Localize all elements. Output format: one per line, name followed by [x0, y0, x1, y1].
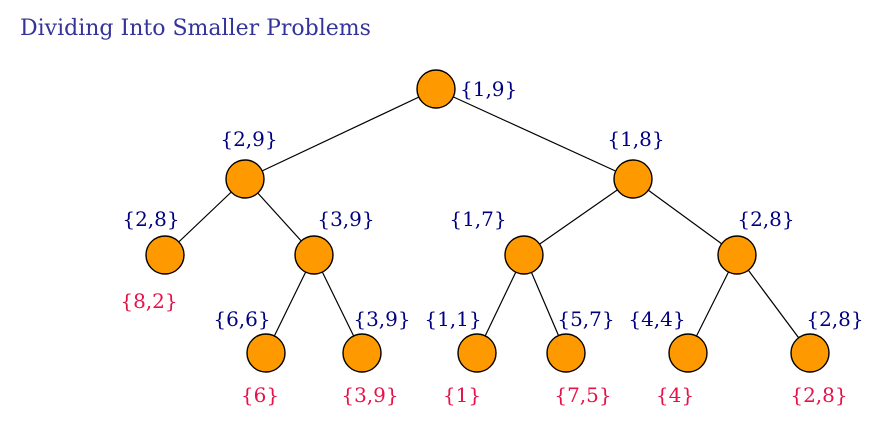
result-label-n8: {6}	[241, 383, 279, 407]
labels-layer: {1,9} {2,9} {1,8} {2,8} {8,2} {3,9} {1,7} {2,8}…	[120, 77, 863, 407]
tree-node-n8	[246, 333, 286, 373]
tree-node-n5	[294, 235, 334, 275]
range-label-n5: {3,9}	[317, 207, 374, 231]
range-label-n12: {4,4}	[628, 307, 685, 331]
range-label-n2: {2,9}	[220, 127, 277, 151]
edge-n1-n2	[244, 88, 437, 180]
edge-n3-n6	[523, 178, 634, 256]
slide-title: Dividing Into Smaller Problems	[20, 16, 371, 41]
range-label-n13: {2,8}	[806, 307, 863, 331]
tree-node-n11	[546, 333, 586, 373]
tree-node-n1	[416, 69, 456, 109]
range-label-n3: {1,8}	[607, 127, 664, 151]
range-label-n9: {3,9}	[353, 307, 410, 331]
edge-n7-n13	[736, 254, 811, 354]
range-label-n10: {1,1}	[424, 307, 481, 331]
result-label-n9: {3,9}	[341, 383, 398, 407]
range-label-n6: {1,7}	[449, 207, 506, 231]
result-label-n11: {7,5}	[554, 383, 611, 407]
tree-node-n9	[342, 333, 382, 373]
tree-node-n7	[717, 235, 757, 275]
range-label-n8: {6,6}	[213, 307, 270, 331]
tree-node-n12	[668, 333, 708, 373]
range-label-n1: {1,9}	[460, 77, 517, 101]
result-label-n13: {2,8}	[790, 383, 847, 407]
range-label-n11: {5,7}	[557, 307, 614, 331]
range-label-n4: {2,8}	[122, 207, 179, 231]
tree-node-n4	[145, 235, 185, 275]
tree-node-n10	[457, 333, 497, 373]
range-label-n7: {2,8}	[737, 207, 794, 231]
nodes-layer	[145, 69, 830, 373]
edge-n3-n7	[632, 178, 738, 256]
tree-node-n13	[790, 333, 830, 373]
tree-node-n6	[504, 235, 544, 275]
result-label-n10: {1}	[443, 383, 481, 407]
result-label-n4: {8,2}	[120, 289, 177, 313]
edge-n1-n3	[435, 88, 634, 180]
tree-node-n3	[613, 159, 653, 199]
result-label-n12: {4}	[656, 383, 694, 407]
tree-node-n2	[225, 159, 265, 199]
